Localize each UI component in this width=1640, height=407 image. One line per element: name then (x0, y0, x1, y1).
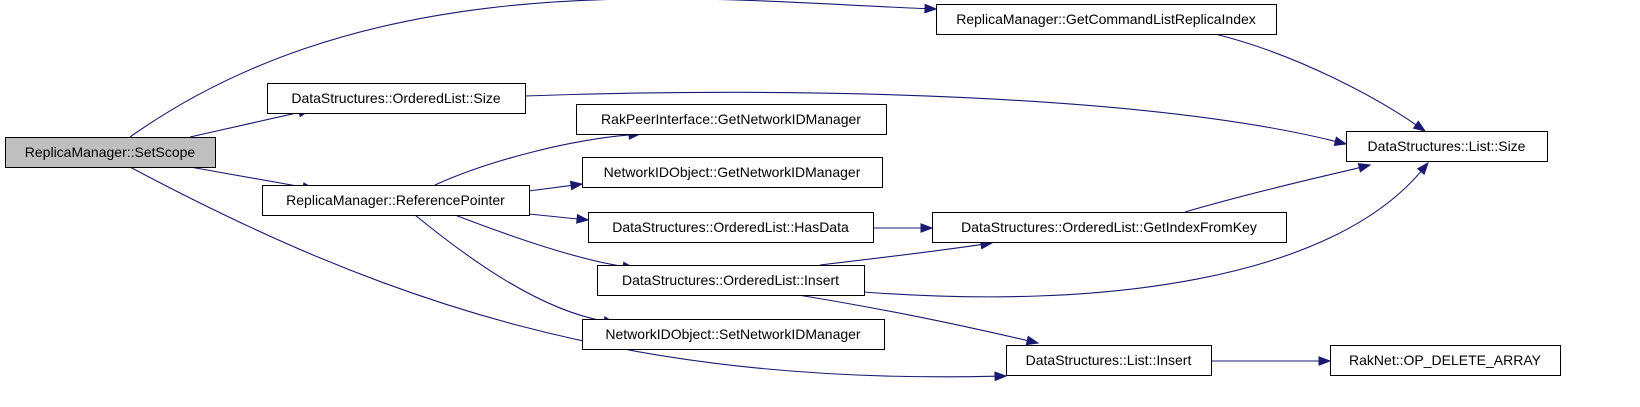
node-hasdata-box[interactable] (588, 212, 874, 243)
edge-olinsert-to-lsize-arrowhead (1416, 161, 1429, 175)
node-hasdata-label: DataStructures::OrderedList::HasData (612, 219, 849, 235)
node-getidx-label: DataStructures::OrderedList::GetIndexFro… (961, 219, 1257, 235)
edges-layer (129, 0, 1429, 382)
node-linsert[interactable]: DataStructures::List::Insert (1006, 345, 1212, 376)
edge-olinsert-to-linsert-arrowhead (1025, 335, 1040, 346)
edge-root-to-getcmd-line (129, 0, 927, 138)
edge-refptr-to-hasdata-arrowhead (576, 213, 590, 224)
node-getcmd-label: ReplicaManager::GetCommandListReplicaInd… (956, 11, 1256, 27)
node-nidset-label: NetworkIDObject::SetNetworkIDManager (605, 326, 861, 342)
edge-linsert-to-opdel-arrowhead (1318, 356, 1332, 366)
node-opdel-label: RakNet::OP_DELETE_ARRAY (1349, 352, 1542, 368)
node-nidget-box[interactable] (582, 157, 883, 188)
edge-getidx-to-lsize-arrowhead (1357, 163, 1372, 173)
node-olsize-box[interactable] (267, 83, 526, 114)
edge-olsize-to-lsize (524, 91, 1348, 146)
node-olinsert-label: DataStructures::OrderedList::Insert (622, 272, 839, 288)
edge-refptr-to-nidget-line (528, 184, 573, 192)
node-nidget[interactable]: NetworkIDObject::GetNetworkIDManager (582, 157, 883, 188)
node-refptr[interactable]: ReplicaManager::ReferencePointer (262, 185, 530, 216)
edge-olinsert-to-linsert (797, 294, 1040, 346)
edge-getcmd-to-lsize-line (1214, 33, 1418, 126)
edge-refptr-to-olinsert-line (454, 214, 625, 268)
edge-root-to-getcmd (129, 0, 938, 138)
node-rakpeer-box[interactable] (576, 104, 887, 135)
edge-refptr-to-nidset-line (414, 214, 606, 322)
edge-refptr-to-hasdata-line (528, 213, 579, 220)
edge-olsize-to-lsize-line (524, 91, 1337, 143)
edge-getidx-to-lsize (1184, 163, 1372, 213)
edge-refptr-to-rakpeer-line (434, 134, 631, 186)
node-root-label: ReplicaManager::SetScope (25, 144, 196, 160)
node-root[interactable]: ReplicaManager::SetScope (5, 137, 216, 168)
edge-olinsert-to-lsize-line (863, 170, 1423, 298)
node-rakpeer-label: RakPeerInterface::GetNetworkIDManager (601, 111, 861, 127)
edge-olinsert-to-lsize (863, 161, 1429, 298)
edge-getidx-to-lsize-line (1184, 166, 1361, 213)
node-root-box[interactable] (5, 137, 216, 168)
node-refptr-label: ReplicaManager::ReferencePointer (286, 192, 505, 208)
node-nidset[interactable]: NetworkIDObject::SetNetworkIDManager (582, 319, 885, 350)
node-linsert-box[interactable] (1006, 345, 1212, 376)
edge-root-to-linsert-arrowhead (994, 371, 1008, 382)
edge-getcmd-to-lsize (1214, 33, 1427, 132)
edge-hasdata-to-getidx-arrowhead (920, 223, 934, 233)
edge-root-to-linsert (129, 166, 1008, 382)
edge-refptr-to-hasdata (528, 213, 590, 224)
edge-root-to-refptr-line (189, 166, 305, 188)
edge-olinsert-to-linsert-line (797, 294, 1029, 342)
node-olinsert-box[interactable] (597, 265, 865, 296)
edge-olinsert-to-getidx (819, 239, 994, 266)
edge-olsize-to-lsize-arrowhead (1333, 136, 1348, 146)
node-olinsert[interactable]: DataStructures::OrderedList::Insert (597, 265, 865, 296)
edge-getcmd-to-lsize-arrowhead (1412, 120, 1427, 132)
edge-root-to-olsize-line (189, 111, 301, 138)
node-nidget-label: NetworkIDObject::GetNetworkIDManager (604, 164, 861, 180)
node-getcmd-box[interactable] (936, 4, 1277, 35)
node-refptr-box[interactable] (262, 185, 530, 216)
node-lsize-box[interactable] (1346, 131, 1548, 162)
node-getidx[interactable]: DataStructures::OrderedList::GetIndexFro… (932, 212, 1287, 243)
node-olsize[interactable]: DataStructures::OrderedList::Size (267, 83, 526, 114)
edge-hasdata-to-getidx (873, 223, 934, 233)
node-opdel[interactable]: RakNet::OP_DELETE_ARRAY (1330, 345, 1561, 376)
edge-linsert-to-opdel (1211, 356, 1332, 366)
node-nidset-box[interactable] (582, 319, 885, 350)
node-getidx-box[interactable] (932, 212, 1287, 243)
node-rakpeer[interactable]: RakPeerInterface::GetNetworkIDManager (576, 104, 887, 135)
node-opdel-box[interactable] (1330, 345, 1561, 376)
node-getcmd[interactable]: ReplicaManager::GetCommandListReplicaInd… (936, 4, 1277, 35)
node-hasdata[interactable]: DataStructures::OrderedList::HasData (588, 212, 874, 243)
edge-olinsert-to-getidx-line (819, 243, 983, 266)
node-linsert-label: DataStructures::List::Insert (1026, 352, 1192, 368)
edge-refptr-to-nidset (414, 214, 617, 326)
edge-root-to-linsert-line (129, 166, 997, 378)
edge-root-to-getcmd-arrowhead (924, 3, 938, 14)
node-lsize[interactable]: DataStructures::List::Size (1346, 131, 1548, 162)
node-olsize-label: DataStructures::OrderedList::Size (291, 90, 501, 106)
nodes-layer: ReplicaManager::SetScopeReplicaManager::… (5, 4, 1561, 376)
node-lsize-label: DataStructures::List::Size (1368, 138, 1526, 154)
edge-refptr-to-nidget-arrowhead (569, 180, 584, 191)
edge-refptr-to-nidget (528, 180, 584, 192)
